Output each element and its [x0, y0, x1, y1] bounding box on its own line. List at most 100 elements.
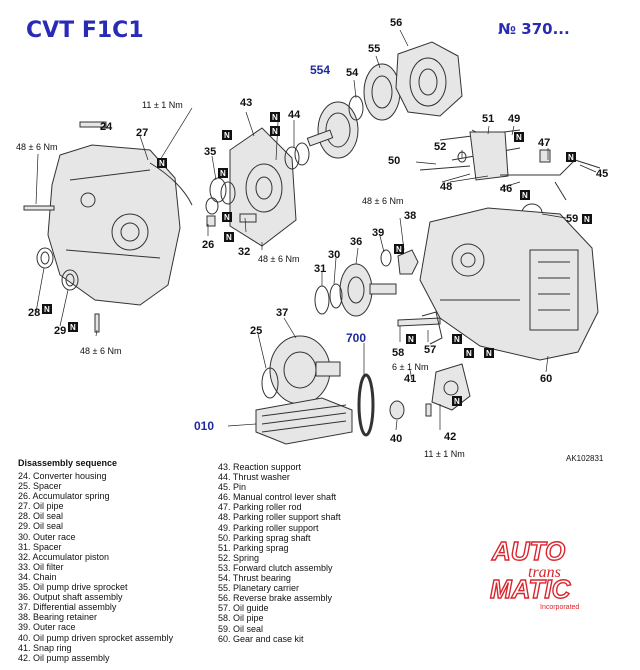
oil-pipe-guide-drawing [397, 311, 443, 345]
replace-marker: N [270, 112, 280, 122]
automatic-logo: AUTO trans MATIC Incorporated [489, 535, 579, 611]
legend-item: 32. Accumulator piston [18, 551, 110, 562]
label-35: 35 [204, 146, 216, 158]
legend-item: 50. Parking sprag shaft [218, 532, 311, 543]
label-40: 40 [390, 433, 402, 445]
oil-seal-29-drawing [61, 269, 79, 291]
transmission-case-drawing [419, 207, 599, 361]
label-31: 31 [314, 263, 326, 275]
legend-item: 24. Converter housing [18, 471, 107, 481]
legend-item: 51. Parking sprag [218, 542, 289, 553]
forward-clutch-drawing [306, 101, 359, 159]
oil-seal-28-drawing [36, 247, 54, 269]
label-25: 25 [250, 325, 262, 337]
label-49: 49 [508, 113, 520, 125]
legend-item: 27. Oil pipe [18, 501, 64, 512]
torque-spec-oil-pipe-small: 6 ± 1 Nm [392, 362, 428, 372]
replace-marker: N [270, 126, 280, 136]
replace-marker: N [222, 212, 232, 222]
label-46: 46 [500, 183, 512, 195]
legend-item: 43. Reaction support [218, 462, 302, 472]
legend-item: 41. Snap ring [18, 642, 72, 653]
chain-drawing [357, 373, 375, 437]
svg-text:N: N [584, 215, 590, 224]
label-24: 24 [100, 121, 113, 133]
converter-housing-drawing [47, 144, 193, 306]
svg-text:AUTO: AUTO [491, 536, 565, 566]
label-47: 47 [538, 137, 550, 149]
svg-text:N: N [159, 159, 165, 168]
replace-marker: N [464, 348, 474, 358]
legend-item: 36. Output shaft assembly [18, 592, 123, 603]
legend-item: 52. Spring [218, 552, 260, 563]
svg-text:N: N [226, 233, 232, 242]
driven-sprocket-drawing [389, 400, 405, 420]
torque-spec-oil-pipe: 11 ± 1 Nm [142, 100, 183, 110]
svg-text:MATIC: MATIC [490, 574, 572, 604]
legend-item: 44. Thrust washer [218, 472, 290, 483]
label-36: 36 [350, 236, 362, 248]
legend-item: 59. Oil seal [218, 623, 264, 634]
replace-marker: N [224, 232, 234, 242]
replace-marker: N [218, 168, 228, 178]
label-43: 43 [240, 97, 252, 109]
label-30: 30 [328, 249, 340, 261]
bearing-retainer-drawing [380, 249, 419, 275]
legend-item: 34. Chain [18, 571, 57, 582]
replace-marker: N [452, 396, 462, 406]
bolt-drawing [23, 121, 107, 333]
thrust-washer-drawing [284, 142, 310, 170]
parking-mechanism-drawing [419, 129, 601, 201]
legend-item: 48. Parking roller support shaft [218, 512, 341, 523]
output-shaft-drawing [339, 263, 397, 317]
svg-text:Incorporated: Incorporated [540, 604, 579, 611]
label-44: 44 [288, 109, 301, 121]
legend-item: 60. Gear and case kit [218, 633, 304, 644]
label-39: 39 [372, 227, 384, 239]
torque-spec-housing-bolt: 48 ± 6 Nm [16, 142, 57, 152]
reaction-support-drawing [229, 127, 297, 247]
planetary-carrier-drawing [363, 63, 401, 121]
replace-marker: N [222, 130, 232, 140]
label-010: 010 [194, 419, 214, 433]
svg-text:N: N [516, 133, 522, 142]
label-28: 28 [28, 307, 40, 319]
legend-item: 25. Spacer [18, 481, 62, 492]
legend-item: 30. Outer race [18, 531, 76, 542]
replace-marker: N [68, 322, 78, 332]
svg-text:trans: trans [528, 564, 561, 581]
replace-marker: N [42, 304, 52, 314]
torque-spec-oil-pump: 11 ± 1 Nm [424, 449, 465, 459]
torque-spec-bearing-retainer: 48 ± 6 Nm [362, 196, 403, 206]
label-60: 60 [540, 373, 552, 385]
leader-lines [35, 29, 597, 431]
svg-text:N: N [220, 169, 226, 178]
figure-id: AK102831 [566, 454, 604, 463]
replace-marker: N [484, 348, 494, 358]
label-27: 27 [136, 127, 148, 139]
replace-marker: N [157, 158, 167, 168]
legend-item: 46. Manual control lever shaft [218, 492, 337, 503]
legend-item: 53. Forward clutch assembly [218, 562, 333, 573]
label-41: 41 [404, 373, 416, 385]
label-59: 59 [566, 213, 578, 225]
svg-text:N: N [568, 153, 574, 162]
oil-filter-drawing [255, 397, 353, 445]
svg-text:N: N [396, 245, 402, 254]
replace-marker: N [406, 334, 416, 344]
label-50: 50 [388, 155, 400, 167]
legend-item: 54. Thrust bearing [218, 573, 291, 584]
legend-item: 37. Differential assembly [18, 602, 117, 613]
label-51: 51 [482, 113, 494, 125]
legend-item: 31. Spacer [18, 541, 62, 552]
svg-text:N: N [272, 113, 278, 122]
label-554: 554 [310, 63, 330, 77]
legend-item: 58. Oil pipe [218, 613, 264, 624]
label-37: 37 [276, 307, 288, 319]
label-45: 45 [596, 168, 608, 180]
label-38: 38 [404, 210, 416, 222]
